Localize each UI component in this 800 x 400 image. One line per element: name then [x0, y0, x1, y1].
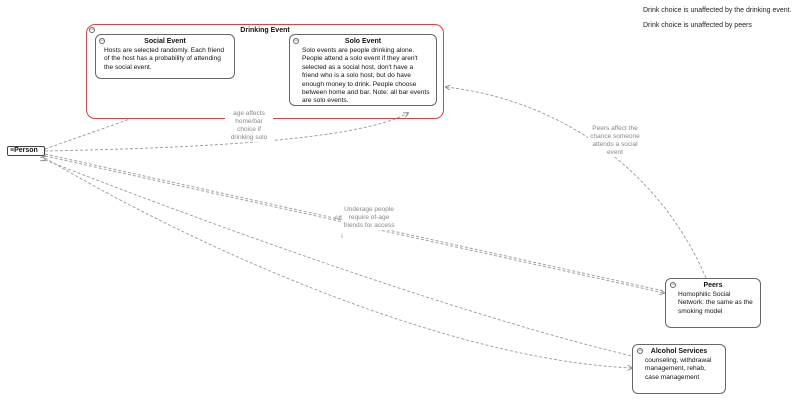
edge-person-alcohol-b [45, 160, 633, 357]
collapse-minus-icon[interactable]: − [637, 348, 643, 354]
collapse-minus-icon[interactable]: − [99, 38, 105, 44]
drinking-event-title: Drinking Event [240, 27, 290, 34]
edge-label-aff: Aff [334, 215, 342, 222]
person-label: Person [14, 147, 38, 154]
edge-person-drinking-event [45, 118, 131, 149]
edge-person-alcohol-a [44, 157, 632, 368]
edge-peers-drinking-event [446, 87, 707, 279]
social-event-node[interactable]: − Social Event Hosts are selected random… [95, 34, 235, 79]
collapse-minus-icon[interactable]: − [670, 282, 676, 288]
collapse-minus-icon[interactable]: − [89, 27, 95, 33]
drink-choice-note: Drink choice is unaffected by the drinki… [643, 7, 792, 14]
person-icon: ≡ [10, 147, 15, 154]
solo-event-title: Solo Event [344, 38, 382, 45]
collapse-minus-icon[interactable]: − [293, 38, 299, 44]
peers-node[interactable]: − Peers Homophilic Social Network: the s… [665, 278, 761, 328]
edge-label-underage: Underage people require of-age friends f… [343, 206, 395, 230]
edge-label-age-affects: age affects home/bar choice if drinking … [225, 110, 273, 142]
person-node[interactable]: ≡Person [7, 146, 45, 156]
alcohol-services-node[interactable]: − Alcohol Services counseling, withdrawa… [632, 344, 726, 394]
solo-event-description: Solo events are people drinking alone. P… [302, 47, 430, 105]
social-event-description: Hosts are selected randomly. Each friend… [104, 47, 225, 71]
social-event-title: Social Event [144, 38, 186, 45]
solo-event-node[interactable]: − Solo Event Solo events are people drin… [289, 34, 437, 106]
edge-label-peers-affect: Peers affect the chance someone attends … [588, 125, 642, 157]
edge-label-aff-i: i [341, 233, 343, 240]
alcohol-services-description: counseling, withdrawal management, rehab… [645, 357, 712, 381]
drinking-event-group[interactable]: − Drinking Event − Social Event Hosts ar… [86, 24, 444, 119]
peer-choice-note: Drink choice is unaffected by peers [643, 22, 752, 29]
alcohol-services-title: Alcohol Services [650, 348, 708, 355]
peers-title: Peers [703, 282, 723, 289]
peers-description: Homophilic Social Network: the same as t… [678, 291, 753, 315]
